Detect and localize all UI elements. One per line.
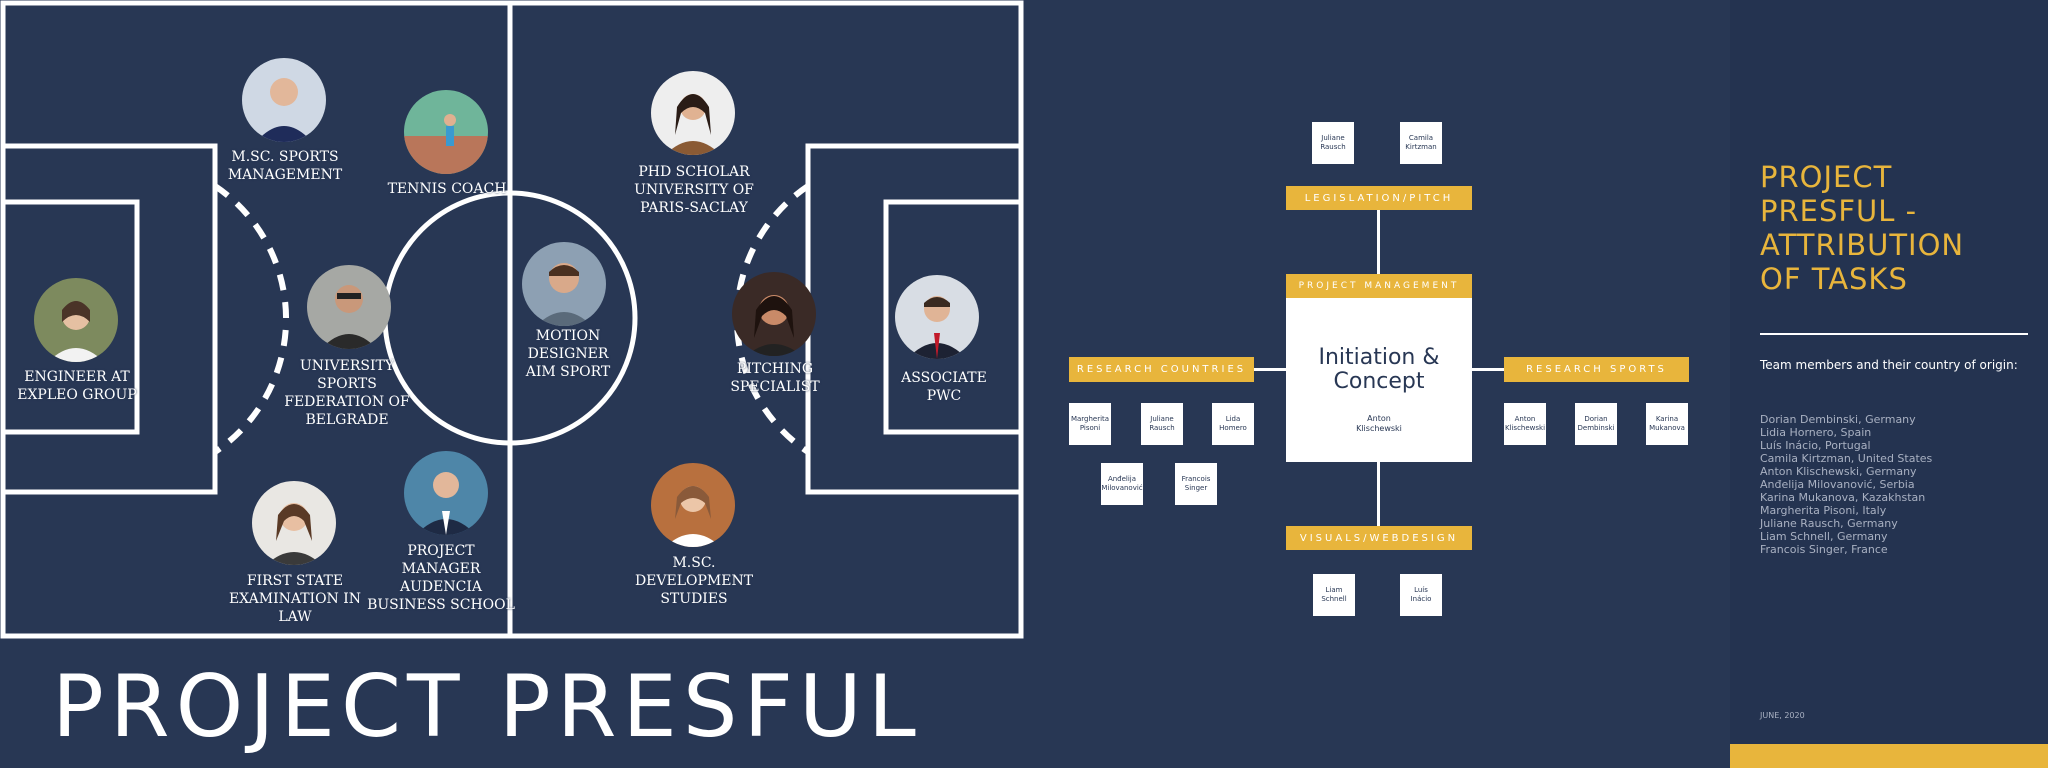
player-label-development-studies: M.SC. DEVELOPMENT STUDIES	[634, 555, 754, 607]
research-sports-bar: RESEARCH SPORTS	[1504, 357, 1689, 382]
list-item: Luís Inácio, Portugal	[1760, 439, 1871, 452]
divider	[1760, 333, 2028, 335]
member-card: Liam Schnell	[1313, 574, 1355, 616]
initiation-concept-box: Initiation & Concept Anton Klischewski	[1286, 298, 1472, 462]
date-label: JUNE, 2020	[1760, 711, 1805, 720]
visuals-webdesign-bar: VISUALS/WEBDESIGN	[1286, 526, 1472, 550]
panel-heading: Team members and their country of origin…	[1760, 358, 2018, 372]
player-photo-law	[252, 481, 336, 565]
connector-vertical-bottom	[1377, 462, 1380, 526]
accent-strip	[1730, 744, 2048, 768]
member-card: Anton Klischewski	[1504, 403, 1546, 445]
list-item: Karina Mukanova, Kazakhstan	[1760, 491, 1926, 504]
member-card: Anđelija Milovanović	[1101, 463, 1143, 505]
page-title: PROJECT PRESFUL	[52, 657, 922, 757]
connector-left	[1254, 368, 1286, 371]
player-photo-university-sports	[307, 265, 391, 349]
research-countries-bar: RESEARCH COUNTRIES	[1069, 357, 1254, 382]
connector-vertical-top	[1377, 210, 1380, 298]
list-item: Anton Klischewski, Germany	[1760, 465, 1917, 478]
player-photo-project-manager	[404, 451, 488, 535]
center-title: Initiation & Concept	[1318, 345, 1440, 394]
connector-right	[1472, 368, 1504, 371]
list-item: Margherita Pisoni, Italy	[1760, 504, 1887, 517]
player-label-university-sports: UNIVERSITY SPORTS FEDERATION OF BELGRADE	[284, 358, 410, 428]
list-item: Dorian Dembinski, Germany	[1760, 413, 1916, 426]
member-card: Juliane Rausch	[1312, 122, 1354, 164]
player-photo-sports-management	[242, 58, 326, 142]
player-photo-pitching-specialist	[732, 272, 816, 356]
player-label-engineer: ENGINEER AT EXPLEO GROUP	[17, 369, 137, 403]
legislation-pitch-bar: LEGISLATION/PITCH	[1286, 186, 1472, 210]
player-label-phd-scholar: PHD SCHOLAR UNIVERSITY OF PARIS-SACLAY	[634, 164, 754, 216]
player-label-project-manager: PROJECT MANAGER AUDENCIA BUSINESS SCHOOL	[367, 543, 515, 613]
player-photo-development-studies	[651, 463, 735, 547]
list-item: Lidia Hornero, Spain	[1760, 426, 1872, 439]
player-photo-tennis-coach	[404, 90, 488, 174]
list-item: Francois Singer, France	[1760, 543, 1888, 556]
member-list: Dorian Dembinski, Germany Lidia Hornero,…	[1760, 413, 2030, 556]
side-panel: PROJECT PRESFUL - ATTRIBUTION OF TASKS T…	[1730, 0, 2048, 768]
player-photo-engineer	[34, 278, 118, 362]
member-card: Margherita Pisoni	[1069, 403, 1111, 445]
player-label-motion-designer: MOTION DESIGNER AIM SPORT	[525, 328, 611, 380]
right-goal-box	[883, 199, 1024, 435]
player-label-pitching-specialist: PITCHING SPECIALIST	[730, 361, 820, 395]
left-goal-box	[0, 199, 140, 435]
player-label-tennis-coach: TENNIS COACH	[387, 181, 507, 197]
center-lead-name: Anton Klischewski	[1356, 414, 1402, 433]
member-card: Lida Homero	[1212, 403, 1254, 445]
player-photo-phd-scholar	[651, 71, 735, 155]
member-card: Dorian Dembinski	[1575, 403, 1617, 445]
player-photo-associate-pwc	[895, 275, 979, 359]
list-item: Juliane Rausch, Germany	[1760, 517, 1898, 530]
player-photo-motion-designer	[522, 242, 606, 326]
member-card: Francois Singer	[1175, 463, 1217, 505]
panel-title: PROJECT PRESFUL - ATTRIBUTION OF TASKS	[1760, 160, 1965, 296]
football-pitch	[0, 0, 1024, 639]
member-card: Camila Kirtzman	[1400, 122, 1442, 164]
member-card: Juliane Rausch	[1141, 403, 1183, 445]
list-item: Liam Schnell, Germany	[1760, 530, 1888, 543]
list-item: Camila Kirtzman, United States	[1760, 452, 1933, 465]
project-management-bar: PROJECT MANAGEMENT	[1286, 274, 1472, 298]
player-label-associate-pwc: ASSOCIATE PWC	[901, 370, 987, 404]
member-card: Karina Mukanova	[1646, 403, 1688, 445]
member-card: Luís Inácio	[1400, 574, 1442, 616]
player-label-sports-management: M.SC. SPORTS MANAGEMENT	[227, 149, 343, 183]
list-item: Anđelija Milovanović, Serbia	[1760, 478, 1915, 491]
player-label-law: FIRST STATE EXAMINATION IN LAW	[228, 573, 362, 625]
